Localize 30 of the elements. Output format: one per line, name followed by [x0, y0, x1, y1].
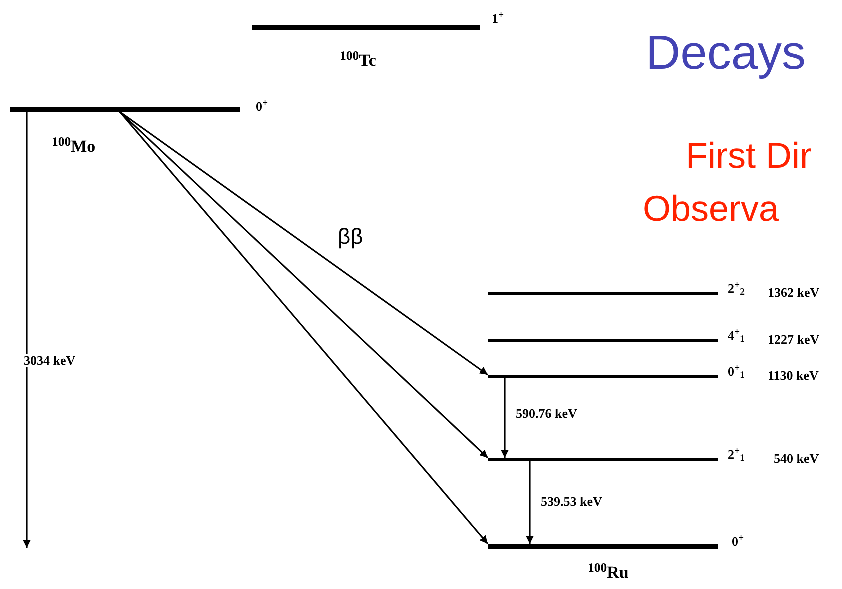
transition-arrow — [120, 111, 488, 376]
transition-arrow — [501, 378, 509, 458]
heading-text: Decays — [646, 30, 806, 78]
nucleus-label: $^{100}$Ru — [588, 564, 629, 581]
edge-label: 3034 keV — [24, 354, 76, 367]
edge-label: ββ — [338, 226, 364, 248]
heading-text: Observa — [643, 191, 780, 227]
level-energy-label: 540 keV — [774, 452, 820, 465]
edge-label: 590.76 keV — [516, 407, 578, 420]
spin-parity-label: 0$^{+}$ — [732, 535, 744, 548]
spin-parity-label: 1$^{+}$ — [492, 12, 504, 25]
level-energy-label: 1227 keV — [768, 333, 820, 346]
nucleus-label: $^{100}$Tc — [340, 52, 376, 69]
energy-level-bar — [488, 375, 718, 378]
transition-arrow — [23, 112, 31, 548]
level-energy-label: 1130 keV — [768, 369, 819, 382]
energy-level-bar — [10, 107, 240, 112]
edge-label: 539.53 keV — [541, 495, 602, 508]
spin-parity-label: 0$^{+}$ — [256, 100, 268, 113]
level-energy-label: 1362 keV — [768, 286, 820, 299]
energy-level-bar — [488, 292, 718, 295]
transition-arrow — [119, 111, 489, 545]
energy-level-bar — [488, 339, 718, 342]
transition-arrow — [119, 111, 489, 459]
energy-level-bar — [488, 544, 718, 549]
transition-arrow — [526, 461, 534, 544]
energy-level-bar — [488, 458, 718, 461]
nucleus-label: $^{100}$Mo — [52, 138, 96, 155]
energy-level-bar — [252, 25, 480, 30]
heading-text: First Dir — [686, 138, 812, 174]
